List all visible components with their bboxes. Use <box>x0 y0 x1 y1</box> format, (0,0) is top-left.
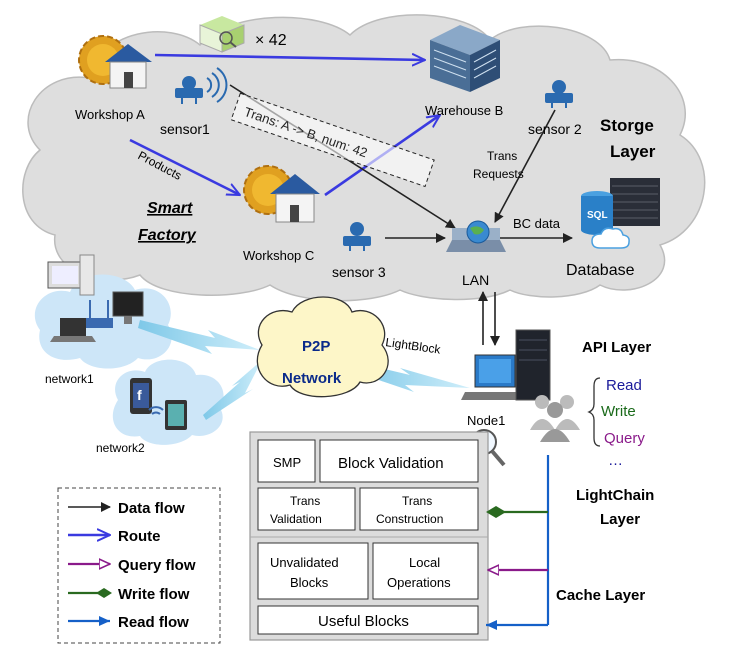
route-a-to-b <box>154 55 425 60</box>
storage-layer-line2: Layer <box>610 142 656 161</box>
api-query: Query <box>604 430 645 447</box>
bc-data-label: BC data <box>513 216 561 231</box>
api-layer-label: API Layer <box>582 339 651 356</box>
local-ops-line1: Local <box>409 555 440 570</box>
legend-read-flow: Read flow <box>118 614 189 631</box>
workshop-a-label: Workshop A <box>75 107 145 122</box>
api-read: Read <box>606 377 642 394</box>
api-brace <box>587 377 601 447</box>
layer-panel <box>249 431 489 641</box>
network1-cloud <box>34 254 172 369</box>
sensor1-icon <box>175 67 228 104</box>
api-more: … <box>608 452 623 469</box>
lan-icon <box>446 220 506 252</box>
unvalidated-line2: Blocks <box>290 575 329 590</box>
smart-factory-line1: Smart <box>147 200 193 217</box>
data-sensor2-to-lan <box>494 109 556 223</box>
cache-layer-label: Cache Layer <box>556 587 645 604</box>
legend-query-flow: Query flow <box>118 557 196 574</box>
warehouse-b-icon <box>430 25 500 92</box>
trans-validation-line2: Validation <box>270 512 322 526</box>
lightchain-layer-line1: LightChain <box>576 487 654 504</box>
trans-requests-line1: Trans <box>487 149 517 163</box>
warehouse-b-label: Warehouse B <box>425 103 503 118</box>
lightchain-layer-line2: Layer <box>600 511 640 528</box>
node1-label: Node1 <box>467 413 505 428</box>
network1-label: network1 <box>45 372 94 386</box>
api-write: Write <box>601 403 636 420</box>
goods-box-icon <box>199 16 245 53</box>
trans-validation-line1: Trans <box>290 494 320 508</box>
lan-label: LAN <box>462 272 489 288</box>
sql-label: SQL <box>587 210 608 221</box>
lightblock-label: LightBlock <box>385 335 443 357</box>
legend-route: Route <box>118 528 161 545</box>
legend-write-flow: Write flow <box>118 586 190 603</box>
network2-label: network2 <box>96 441 145 455</box>
legend <box>57 487 221 644</box>
node1-icon <box>461 329 551 401</box>
svg-text:f: f <box>137 387 142 403</box>
sensor3-icon <box>343 222 371 251</box>
smp-label: SMP <box>273 455 301 470</box>
sensor1-label: sensor1 <box>160 121 210 137</box>
count-label: × 42 <box>255 32 287 49</box>
smart-factory-line2: Factory <box>138 227 197 244</box>
storage-layer-line1: Storge <box>600 116 654 135</box>
unvalidated-line1: Unvalidated <box>270 555 339 570</box>
block-validation-label: Block Validation <box>338 455 444 472</box>
bolt-network2 <box>203 360 262 420</box>
trans-construction-line1: Trans <box>402 494 432 508</box>
panel-flows <box>486 455 550 630</box>
sensor2-label: sensor 2 <box>528 121 582 137</box>
local-ops-line2: Operations <box>387 575 451 590</box>
p2p-line2: Network <box>282 370 342 387</box>
p2p-network-cloud <box>256 296 389 398</box>
write-flow-diamond <box>486 506 506 518</box>
database-label: Database <box>566 262 635 279</box>
useful-blocks-label: Useful Blocks <box>318 613 409 630</box>
database-icon: SQL <box>581 178 660 249</box>
trans-requests-line2: Requests <box>473 167 524 181</box>
sensor2-icon <box>545 80 573 108</box>
bolt-network1 <box>138 320 260 354</box>
sensor3-label: sensor 3 <box>332 264 386 280</box>
p2p-line1: P2P <box>302 338 330 355</box>
route-a-to-c <box>129 138 240 197</box>
legend-data-flow: Data flow <box>118 500 185 517</box>
workshop-c-label: Workshop C <box>243 248 314 263</box>
trans-construction-line2: Construction <box>376 512 443 526</box>
users-icon <box>530 395 580 442</box>
network2-cloud: f <box>112 359 224 445</box>
workshop-c-icon <box>243 165 320 223</box>
workshop-a-icon <box>78 35 152 89</box>
